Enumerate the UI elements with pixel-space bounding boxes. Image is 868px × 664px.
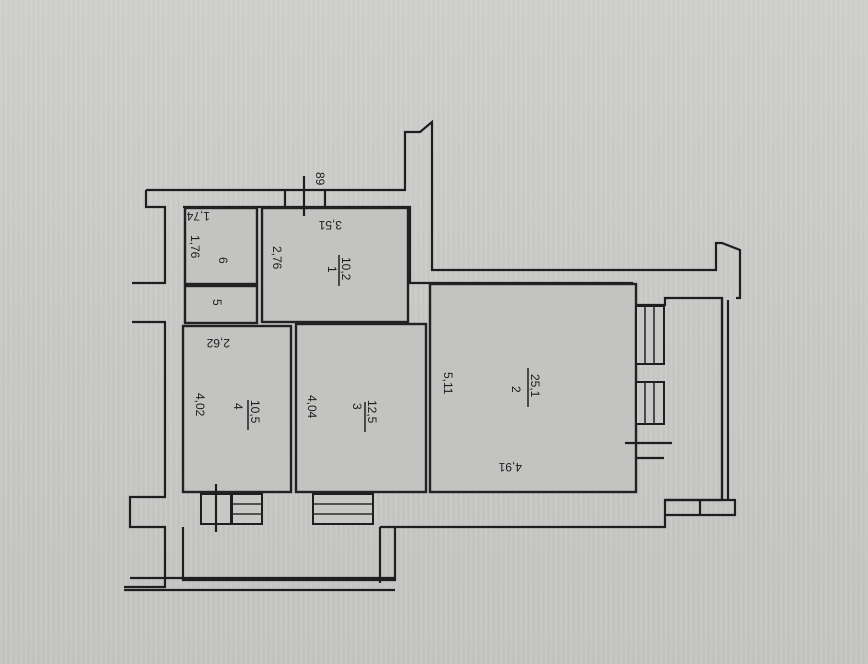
room-2	[428, 282, 638, 494]
room-3	[294, 322, 428, 494]
windows-bottom	[200, 484, 374, 532]
room-1	[260, 206, 410, 324]
room-3-number: 3	[350, 403, 364, 410]
room-4-width: 2,62	[206, 336, 230, 350]
room-3-height: 4,04	[305, 395, 319, 419]
room-4-number: 4	[231, 403, 245, 410]
room-3-area: 12,5	[365, 400, 379, 424]
entrance-door	[283, 176, 327, 216]
room-6-number: 6	[216, 257, 230, 264]
room-6-height: 1,76	[188, 235, 202, 259]
door-width-label: 89	[313, 172, 327, 186]
room-1-area: 10,2	[339, 257, 353, 281]
room-2-width: 4,91	[498, 460, 522, 474]
room-6	[183, 206, 259, 286]
rooms	[181, 206, 638, 494]
outer-walls	[124, 119, 742, 592]
room-2-number: 2	[509, 386, 523, 393]
room-1-number: 1	[325, 266, 339, 273]
room-4	[181, 324, 293, 494]
room-labels: 89 1,74 1,76 6 5 3,51 2,76 1 10,2 2,62 4…	[186, 172, 542, 474]
windows-right	[625, 305, 672, 460]
room-2-area: 25,1	[528, 374, 542, 398]
room-5	[183, 284, 259, 325]
room-1-height: 2,76	[270, 246, 284, 270]
room-5-number: 5	[210, 299, 224, 306]
room-2-height: 5,11	[441, 372, 455, 395]
room-4-height: 4,02	[193, 393, 207, 417]
room-4-area: 10,5	[248, 400, 262, 424]
room-6-width: 1,74	[186, 209, 210, 223]
room-1-width: 3,51	[318, 218, 342, 232]
